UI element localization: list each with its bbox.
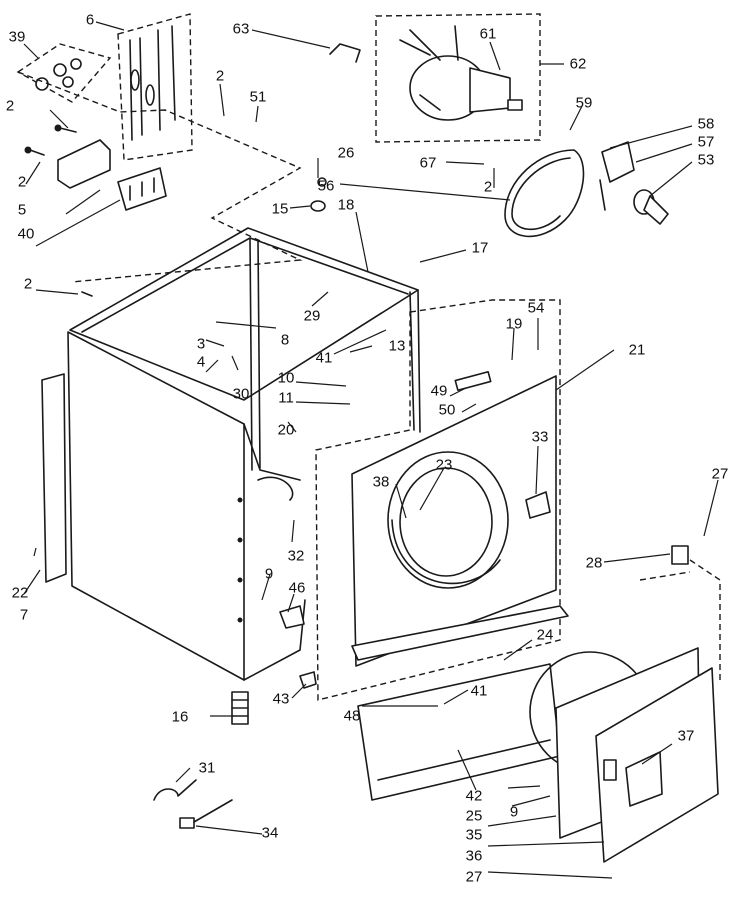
callout-25: 25 — [465, 807, 483, 825]
callout-24: 24 — [536, 626, 554, 644]
callout-21: 21 — [628, 341, 646, 359]
callout-2: 2 — [17, 173, 27, 191]
callout-9: 9 — [509, 803, 519, 821]
part-40-terminal-block — [117, 167, 167, 211]
callout-11: 11 — [278, 389, 294, 407]
part-62-motor-assembly — [375, 13, 541, 143]
part-48-toe-kick — [351, 605, 569, 661]
callout-16: 16 — [171, 708, 189, 726]
callout-38: 38 — [372, 473, 390, 491]
callout-50: 50 — [438, 401, 456, 419]
part-33-bracket — [525, 491, 551, 519]
callout-46: 46 — [288, 579, 306, 597]
part-56-drive-belt — [504, 149, 585, 238]
callout-15: 15 — [271, 200, 289, 218]
callout-23: 23 — [435, 456, 453, 474]
part-31-wire-clip — [153, 779, 197, 801]
callout-20: 20 — [277, 421, 295, 439]
part-6-wire-harness — [117, 13, 193, 161]
part-16-leveling-leg — [231, 691, 249, 725]
callout-3: 3 — [196, 335, 206, 353]
part-63-clip — [329, 43, 361, 63]
callout-54: 54 — [527, 299, 545, 317]
callout-19: 19 — [505, 315, 523, 333]
part-43-clip — [299, 671, 317, 689]
callout-17: 17 — [471, 239, 489, 257]
callout-40: 40 — [17, 225, 35, 243]
callout-6: 6 — [85, 11, 95, 29]
part-46-clip — [279, 605, 305, 629]
callout-51: 51 — [249, 88, 267, 106]
callout-35: 35 — [465, 826, 483, 844]
part-22-back-panel-edge — [41, 373, 67, 583]
callout-63: 63 — [232, 20, 250, 38]
callout-43: 43 — [272, 690, 290, 708]
callout-2: 2 — [483, 178, 493, 196]
callout-8: 8 — [280, 331, 290, 349]
callout-22: 22 — [11, 584, 29, 602]
part-57-idler-bracket — [599, 141, 635, 211]
screws-2-left — [24, 124, 93, 297]
callout-62: 62 — [569, 55, 587, 73]
callout-61: 61 — [479, 25, 497, 43]
callout-41: 41 — [315, 349, 333, 367]
part-37-door-handle — [603, 751, 663, 807]
callout-10: 10 — [277, 369, 295, 387]
callout-34: 34 — [261, 824, 279, 842]
callout-31: 31 — [198, 759, 216, 777]
callout-28: 28 — [585, 554, 603, 572]
callout-29: 29 — [303, 307, 321, 325]
callout-4: 4 — [196, 353, 206, 371]
callout-13: 13 — [388, 337, 406, 355]
callout-58: 58 — [697, 115, 715, 133]
callout-2: 2 — [23, 275, 33, 293]
part-28-hinge — [639, 545, 721, 680]
callout-36: 36 — [465, 847, 483, 865]
callout-67: 67 — [419, 154, 437, 172]
part-18-cabinet — [67, 227, 421, 681]
callout-27: 27 — [465, 868, 483, 886]
callout-39: 39 — [8, 28, 26, 46]
part-53-idler-pulley — [633, 189, 669, 225]
callout-59: 59 — [575, 94, 593, 112]
callout-5: 5 — [17, 201, 27, 219]
callout-9: 9 — [264, 565, 274, 583]
callout-30: 30 — [232, 385, 250, 403]
callout-2: 2 — [215, 67, 225, 85]
part-39-hardware-bag — [16, 43, 112, 103]
part-34-wire-tie — [179, 799, 233, 829]
callout-27: 27 — [711, 465, 729, 483]
callout-42: 42 — [465, 787, 483, 805]
callout-18: 18 — [337, 196, 355, 214]
callout-32: 32 — [287, 547, 305, 565]
callout-41: 41 — [470, 682, 488, 700]
callout-7: 7 — [19, 606, 29, 624]
part-42-toe-panel — [357, 663, 561, 801]
callout-33: 33 — [531, 428, 549, 446]
callout-48: 48 — [343, 707, 361, 725]
part-5-bracket — [57, 139, 111, 189]
callout-49: 49 — [430, 382, 448, 400]
callout-56: 56 — [317, 177, 335, 195]
callout-57: 57 — [697, 133, 715, 151]
part-49-switch — [454, 370, 492, 392]
callout-37: 37 — [677, 727, 695, 745]
part-21-front-panel-assembly — [315, 299, 561, 701]
callout-2: 2 — [5, 97, 15, 115]
callout-53: 53 — [697, 151, 715, 169]
leader-lines — [23, 21, 719, 879]
callout-26: 26 — [337, 144, 355, 162]
